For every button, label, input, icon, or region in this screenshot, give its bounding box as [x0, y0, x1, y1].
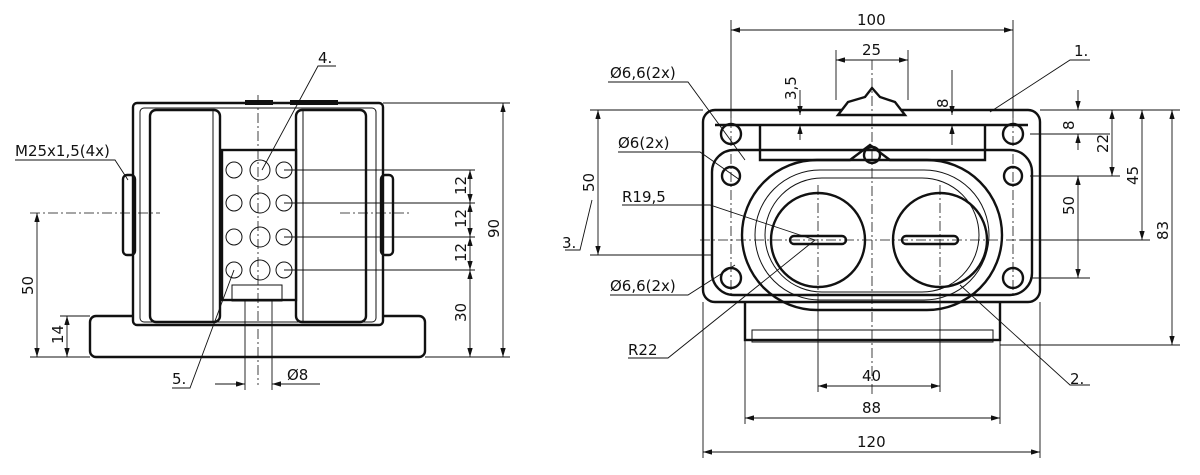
cable-gland-right	[379, 173, 395, 257]
side-view: M25x1,5(4x) 4. 5. 12 12 12 90 30 50 14 Ø…	[15, 49, 510, 390]
housing-left-wall	[148, 108, 222, 324]
dim-40: 40	[862, 367, 881, 385]
callout-2: 2.	[1070, 370, 1084, 388]
dim-width-100: 100	[857, 11, 886, 29]
hole-bottom-label: Ø6,6(2x)	[610, 277, 676, 295]
cable-gland-left	[121, 173, 137, 257]
dim-height-30: 30	[452, 303, 470, 322]
callout-1: 1.	[1074, 42, 1088, 60]
dim-120: 120	[857, 433, 886, 451]
dim-83: 83	[1154, 221, 1172, 240]
dim-width-25: 25	[862, 41, 881, 59]
dim-50-right: 50	[1060, 196, 1078, 215]
top-view: 100 25 1. Ø6,6(2x) 3,5 8 Ø6(2x) 8 22 45 …	[562, 11, 1180, 458]
terminal-block	[220, 148, 298, 302]
dim-45: 45	[1124, 166, 1142, 185]
dim-pitch-2: 12	[452, 209, 470, 228]
dim-diameter-8: Ø8	[287, 366, 308, 384]
dim-88: 88	[862, 399, 881, 417]
dim-8-top: 8	[934, 98, 952, 108]
callout-5: 5.	[172, 370, 186, 388]
callout-3: 3.	[562, 234, 576, 252]
actuator-plunger	[835, 86, 908, 117]
dim-height-14: 14	[49, 325, 67, 344]
hole-mid-label: Ø6(2x)	[618, 134, 669, 152]
radius-19-5: R19,5	[622, 188, 666, 206]
dim-3-5: 3,5	[782, 76, 800, 100]
dim-pitch-3: 12	[452, 243, 470, 262]
dim-pitch-1: 12	[452, 176, 470, 195]
dim-height-50: 50	[19, 276, 37, 295]
thread-label: M25x1,5(4x)	[15, 142, 110, 160]
dim-height-total: 90	[485, 219, 503, 238]
radius-22: R22	[628, 341, 658, 359]
hole-top-label: Ø6,6(2x)	[610, 64, 676, 82]
dim-50-left: 50	[580, 173, 598, 192]
dim-8-right: 8	[1060, 120, 1078, 130]
callout-4: 4.	[318, 49, 332, 67]
dim-22: 22	[1094, 134, 1112, 153]
